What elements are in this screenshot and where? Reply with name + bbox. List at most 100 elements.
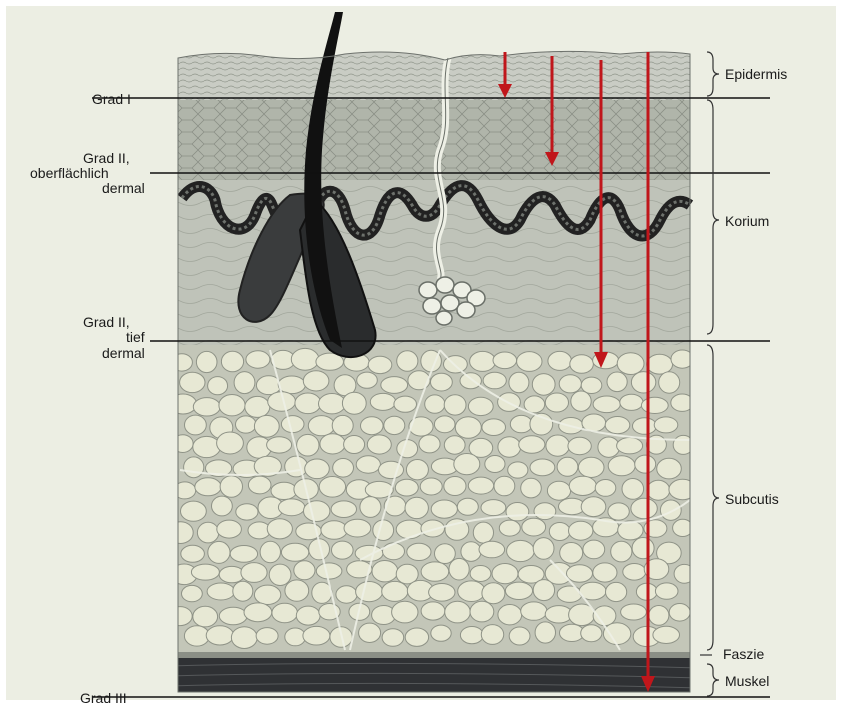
fat-cell bbox=[435, 544, 456, 564]
fat-cell bbox=[304, 501, 330, 522]
fat-cell bbox=[217, 520, 242, 538]
fat-cell bbox=[532, 374, 555, 396]
skin-section bbox=[168, 40, 700, 700]
fat-cell bbox=[267, 519, 292, 539]
fat-cell bbox=[481, 500, 506, 516]
fat-cell bbox=[285, 456, 308, 477]
fat-cell bbox=[208, 541, 230, 563]
fat-cell bbox=[321, 521, 347, 540]
fat-cell bbox=[649, 606, 669, 626]
fat-cell bbox=[617, 438, 643, 454]
fat-cell bbox=[407, 543, 431, 560]
fat-cell bbox=[546, 435, 570, 456]
fat-cell bbox=[360, 497, 381, 518]
fat-cell bbox=[381, 377, 408, 394]
fat-cell bbox=[355, 545, 383, 561]
fat-cell bbox=[653, 626, 680, 643]
fat-cell bbox=[492, 564, 518, 584]
fat-cell bbox=[254, 415, 279, 437]
fat-cell bbox=[394, 396, 417, 412]
fat-cell bbox=[219, 607, 247, 624]
fat-cell bbox=[344, 519, 371, 537]
fat-cell bbox=[269, 564, 291, 585]
fat-cell bbox=[236, 416, 257, 433]
label-epidermis: Epidermis bbox=[725, 66, 787, 82]
fat-cell bbox=[581, 497, 606, 517]
fat-cell bbox=[421, 562, 449, 581]
fat-cell bbox=[319, 394, 346, 414]
fat-cell bbox=[331, 501, 356, 518]
fat-cell bbox=[429, 584, 455, 602]
fat-cell bbox=[631, 498, 657, 519]
fat-cell bbox=[303, 626, 330, 645]
fat-cell bbox=[370, 393, 395, 410]
fat-cell bbox=[521, 602, 547, 620]
fat-cell bbox=[281, 543, 308, 561]
fat-cell bbox=[236, 504, 258, 520]
fat-cell bbox=[271, 482, 297, 499]
fat-cell bbox=[397, 351, 418, 372]
fat-cell bbox=[431, 373, 453, 391]
fat-cell bbox=[359, 623, 381, 642]
fat-cell bbox=[499, 520, 520, 536]
fat-cell bbox=[212, 496, 233, 516]
fat-cell bbox=[207, 583, 235, 600]
fat-cell bbox=[454, 454, 480, 475]
fat-cell bbox=[382, 581, 408, 601]
fat-cell bbox=[221, 351, 243, 372]
fat-cell bbox=[295, 393, 321, 414]
fat-cell bbox=[357, 372, 378, 388]
fat-cell bbox=[196, 351, 217, 372]
fat-cell bbox=[254, 585, 280, 604]
fat-cell bbox=[606, 582, 627, 601]
fat-cell bbox=[395, 479, 418, 496]
fat-cell bbox=[621, 604, 647, 620]
fat-cell bbox=[333, 459, 354, 478]
fat-cell bbox=[244, 603, 272, 622]
fat-cell bbox=[383, 543, 405, 560]
fat-cell bbox=[191, 564, 219, 580]
fat-cell bbox=[332, 415, 353, 435]
fat-cell bbox=[278, 499, 304, 516]
fat-cell bbox=[319, 477, 345, 498]
fat-cell bbox=[195, 478, 221, 496]
fat-cell bbox=[185, 415, 207, 435]
fat-cell bbox=[278, 376, 305, 394]
fat-cell bbox=[605, 417, 630, 434]
label-grad2-deep-line2: tief bbox=[126, 329, 145, 345]
fat-cell bbox=[449, 558, 469, 580]
fat-cell bbox=[506, 503, 529, 521]
fat-cell bbox=[547, 481, 570, 500]
fat-cell bbox=[297, 434, 319, 456]
fat-cell bbox=[548, 351, 572, 370]
fat-cell bbox=[421, 520, 445, 537]
fat-cell bbox=[181, 501, 207, 521]
fat-cell bbox=[382, 629, 404, 647]
fat-cell bbox=[408, 371, 430, 390]
fat-cell bbox=[524, 396, 545, 413]
fat-cell bbox=[545, 393, 568, 412]
fat-cell bbox=[659, 372, 680, 393]
fat-cell bbox=[557, 457, 578, 476]
fat-cell bbox=[197, 522, 218, 543]
fat-cell bbox=[655, 583, 678, 599]
fat-cell bbox=[208, 377, 228, 395]
fat-cell bbox=[620, 394, 643, 410]
fat-cell bbox=[281, 416, 304, 433]
fat-cell bbox=[421, 602, 445, 620]
fat-cell bbox=[457, 498, 478, 515]
label-faszie: Faszie bbox=[723, 646, 764, 662]
fat-cell bbox=[336, 586, 357, 603]
label-korium: Korium bbox=[725, 213, 769, 229]
fat-cell bbox=[622, 479, 644, 500]
fat-cell bbox=[356, 456, 380, 473]
fat-cell bbox=[193, 398, 220, 416]
fat-cell bbox=[521, 478, 542, 498]
fat-cell bbox=[560, 543, 583, 564]
fat-cell bbox=[510, 415, 532, 432]
fat-cell bbox=[635, 455, 656, 473]
fat-cell bbox=[519, 436, 545, 454]
fat-cell bbox=[460, 373, 481, 389]
fat-cell bbox=[507, 540, 535, 561]
